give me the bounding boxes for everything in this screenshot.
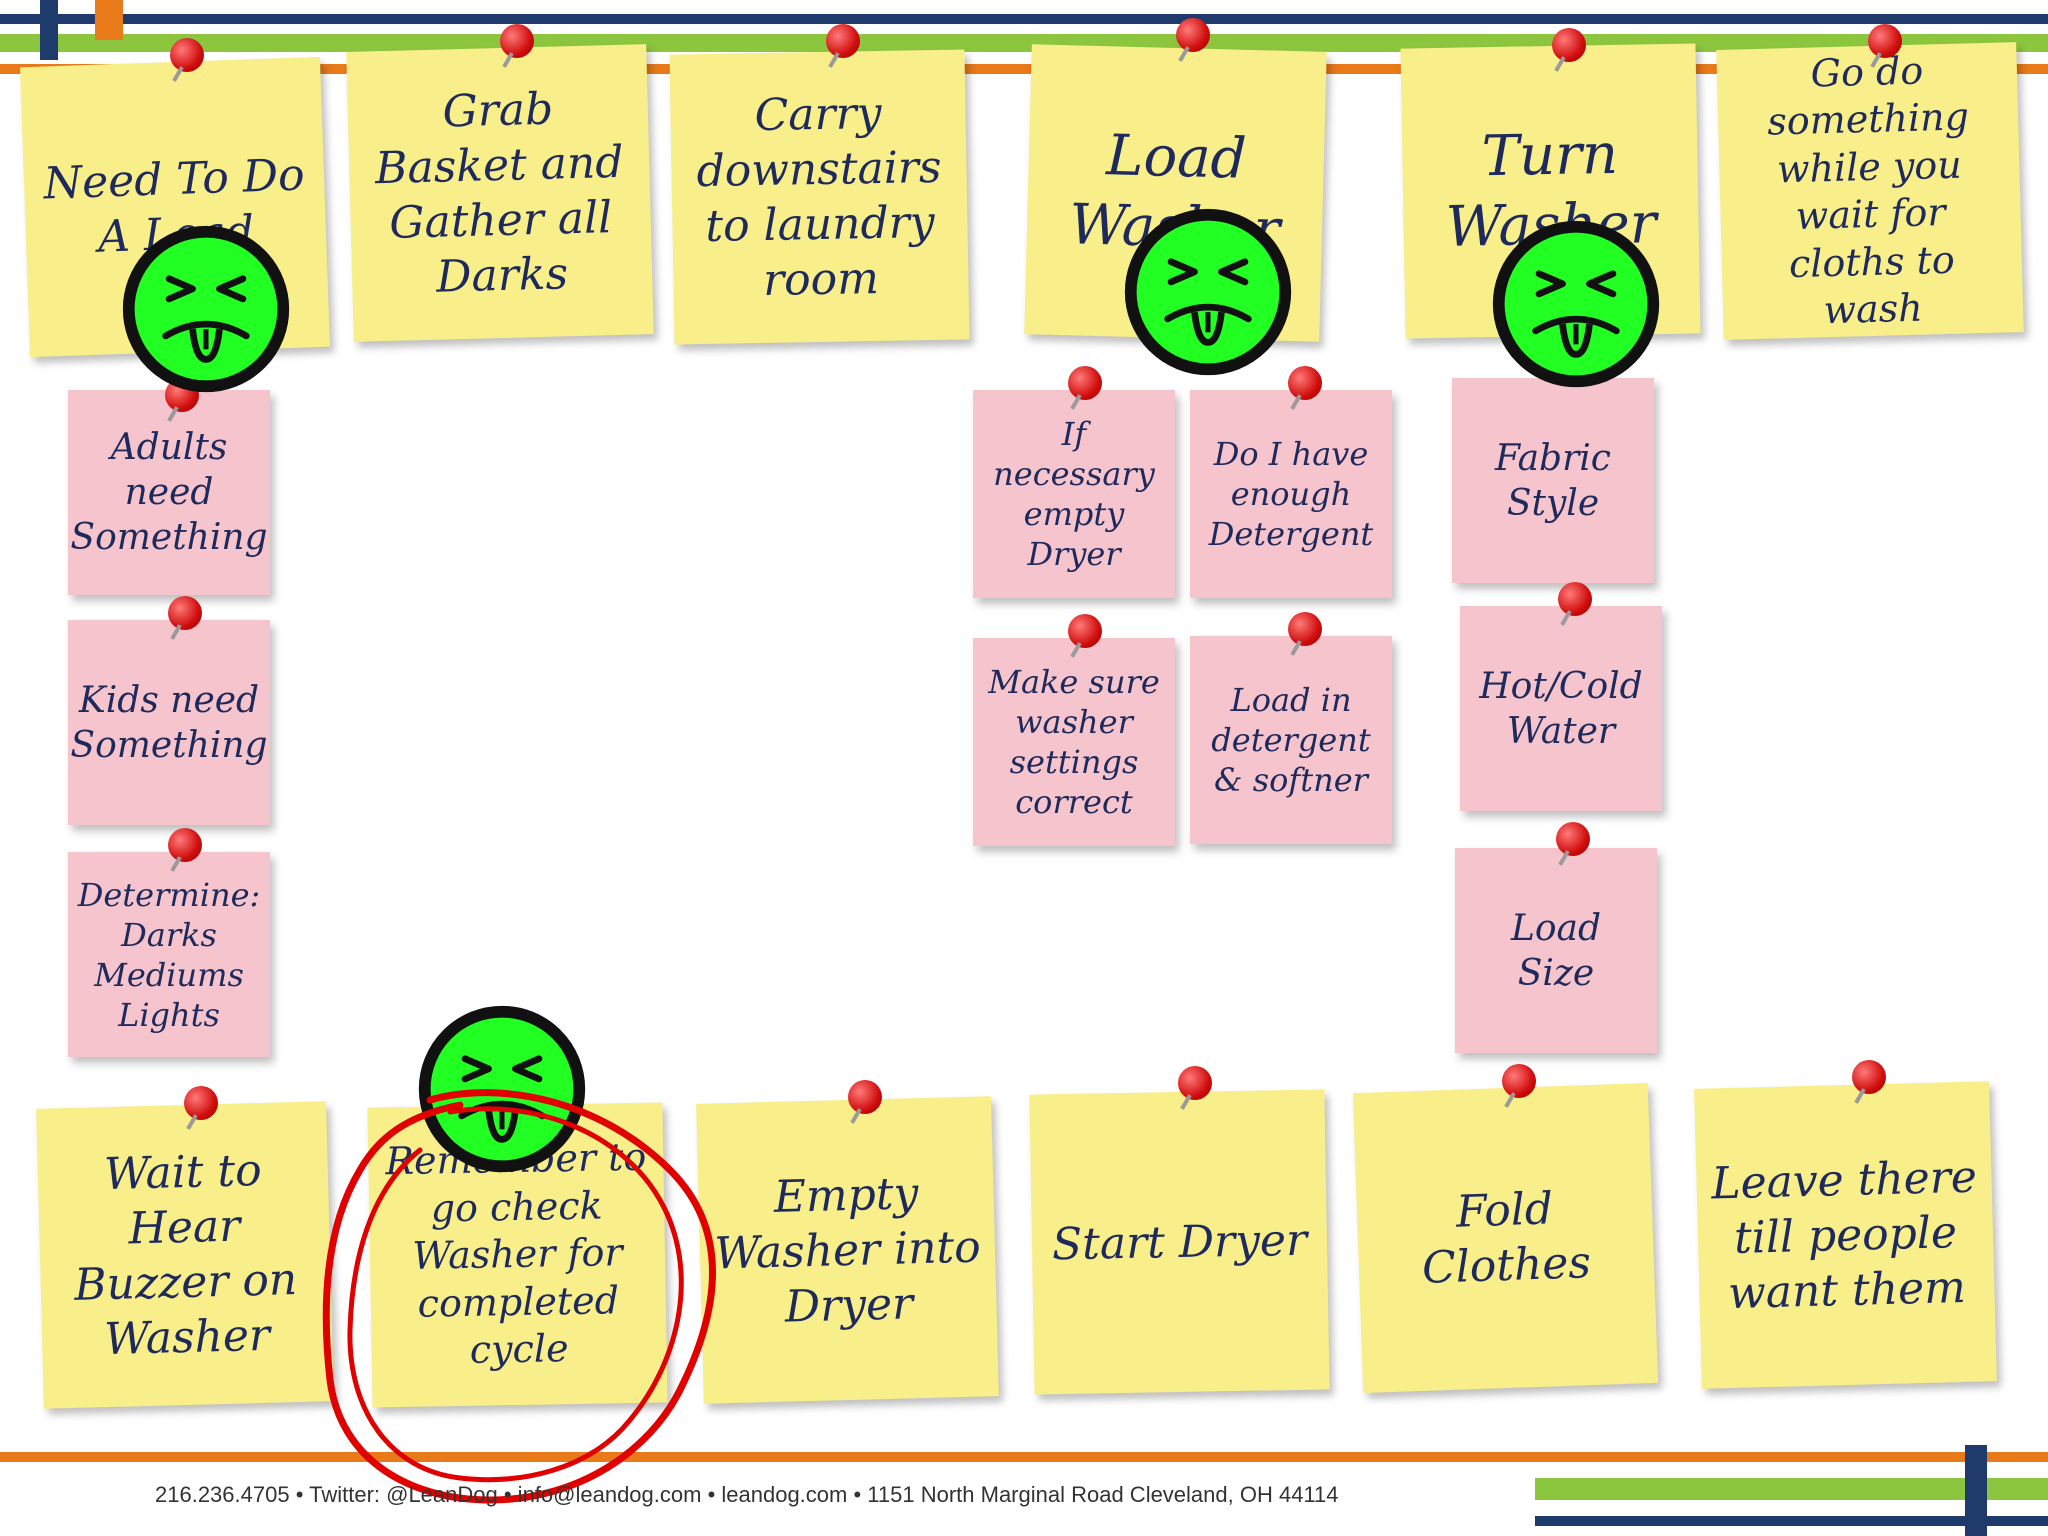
sticky-note-empty-washer: Empty Washer into Dryer [696,1096,999,1404]
sticky-note-go-do-something: Go do something while you wait for cloth… [1716,42,2023,340]
push-pin-icon [1068,614,1102,648]
sticky-note-washer-settings: Make sure washer settings correct [973,638,1175,846]
footer-contact-info: 216.236.4705 • Twitter: @LeanDog • info@… [155,1482,1555,1514]
push-pin-icon [184,1086,218,1120]
push-pin-icon [1852,1060,1886,1094]
push-pin-icon [1288,612,1322,646]
note-text: Grab Basket and Gather all Darks [361,79,639,306]
note-text: Empty Washer into Dryer [712,1164,983,1336]
note-text: Kids need Something [70,678,267,768]
push-pin-icon [170,38,204,72]
sticky-note-carry-downstairs: Carry downstairs to laundry room [669,49,969,344]
push-pin-icon [1558,582,1592,616]
sticky-note-load-size: Load Size [1455,848,1657,1053]
note-text: Go do something while you wait for cloth… [1730,45,2009,337]
mr-yuk-face-icon [1124,208,1292,376]
push-pin-icon [1868,24,1902,58]
note-text: Leave there till people want them [1710,1149,1981,1321]
note-text: Adults need Something [70,425,267,560]
sticky-note-grab-basket: Grab Basket and Gather all Darks [346,44,653,342]
push-pin-icon [1502,1064,1536,1098]
sticky-note-determine: Determine: Darks Mediums Lights [68,852,270,1057]
note-text: Start Dryer [1052,1212,1308,1271]
note-text: Determine: Darks Mediums Lights [78,875,261,1035]
sticky-note-wait-buzzer: Wait to Hear Buzzer on Washer [36,1101,334,1408]
sticky-note-start-dryer: Start Dryer [1029,1089,1329,1394]
push-pin-icon [1178,1066,1212,1100]
footer-corner-block [1965,1445,1987,1536]
note-text: Load in detergent & softner [1204,680,1378,800]
sticky-note-empty-dryer: If necessary empty Dryer [973,390,1175,598]
sticky-note-load-detergent: Load in detergent & softner [1190,636,1392,844]
note-text: Wait to Hear Buzzer on Washer [51,1142,319,1369]
push-pin-icon [1176,18,1210,52]
note-text: Make sure washer settings correct [987,662,1161,822]
note-text: Carry downstairs to laundry room [684,85,955,310]
note-text: Hot/Cold Water [1474,664,1648,754]
push-pin-icon [1068,366,1102,400]
sticky-note-enough-detergent: Do I have enough Detergent [1190,390,1392,598]
mr-yuk-face-icon [1492,220,1660,388]
push-pin-icon [1556,822,1590,856]
push-pin-icon [1288,366,1322,400]
push-pin-icon [168,828,202,862]
note-text: Load Size [1469,906,1643,996]
mr-yuk-face-icon [122,225,290,393]
sticky-note-hot-cold-water: Hot/Cold Water [1460,606,1662,811]
push-pin-icon [826,24,860,58]
note-text: If necessary empty Dryer [987,414,1161,574]
note-text: Fold Clothes [1370,1178,1641,1297]
sticky-note-fold-clothes: Fold Clothes [1353,1083,1658,1393]
push-pin-icon [168,596,202,630]
push-pin-icon [848,1080,882,1114]
sticky-note-kids-need: Kids need Something [68,620,270,825]
note-text: Fabric Style [1466,436,1640,526]
sticky-note-leave-there: Leave there till people want them [1694,1081,1997,1389]
header-stripe-navy [0,14,2048,24]
red-highlight-circle [300,1060,730,1530]
corner-block-navy [40,0,58,60]
corner-block-orange [95,0,123,40]
sticky-note-fabric-style: Fabric Style [1452,378,1654,583]
push-pin-icon [500,24,534,58]
note-text: Do I have enough Detergent [1204,434,1378,554]
push-pin-icon [1552,28,1586,62]
